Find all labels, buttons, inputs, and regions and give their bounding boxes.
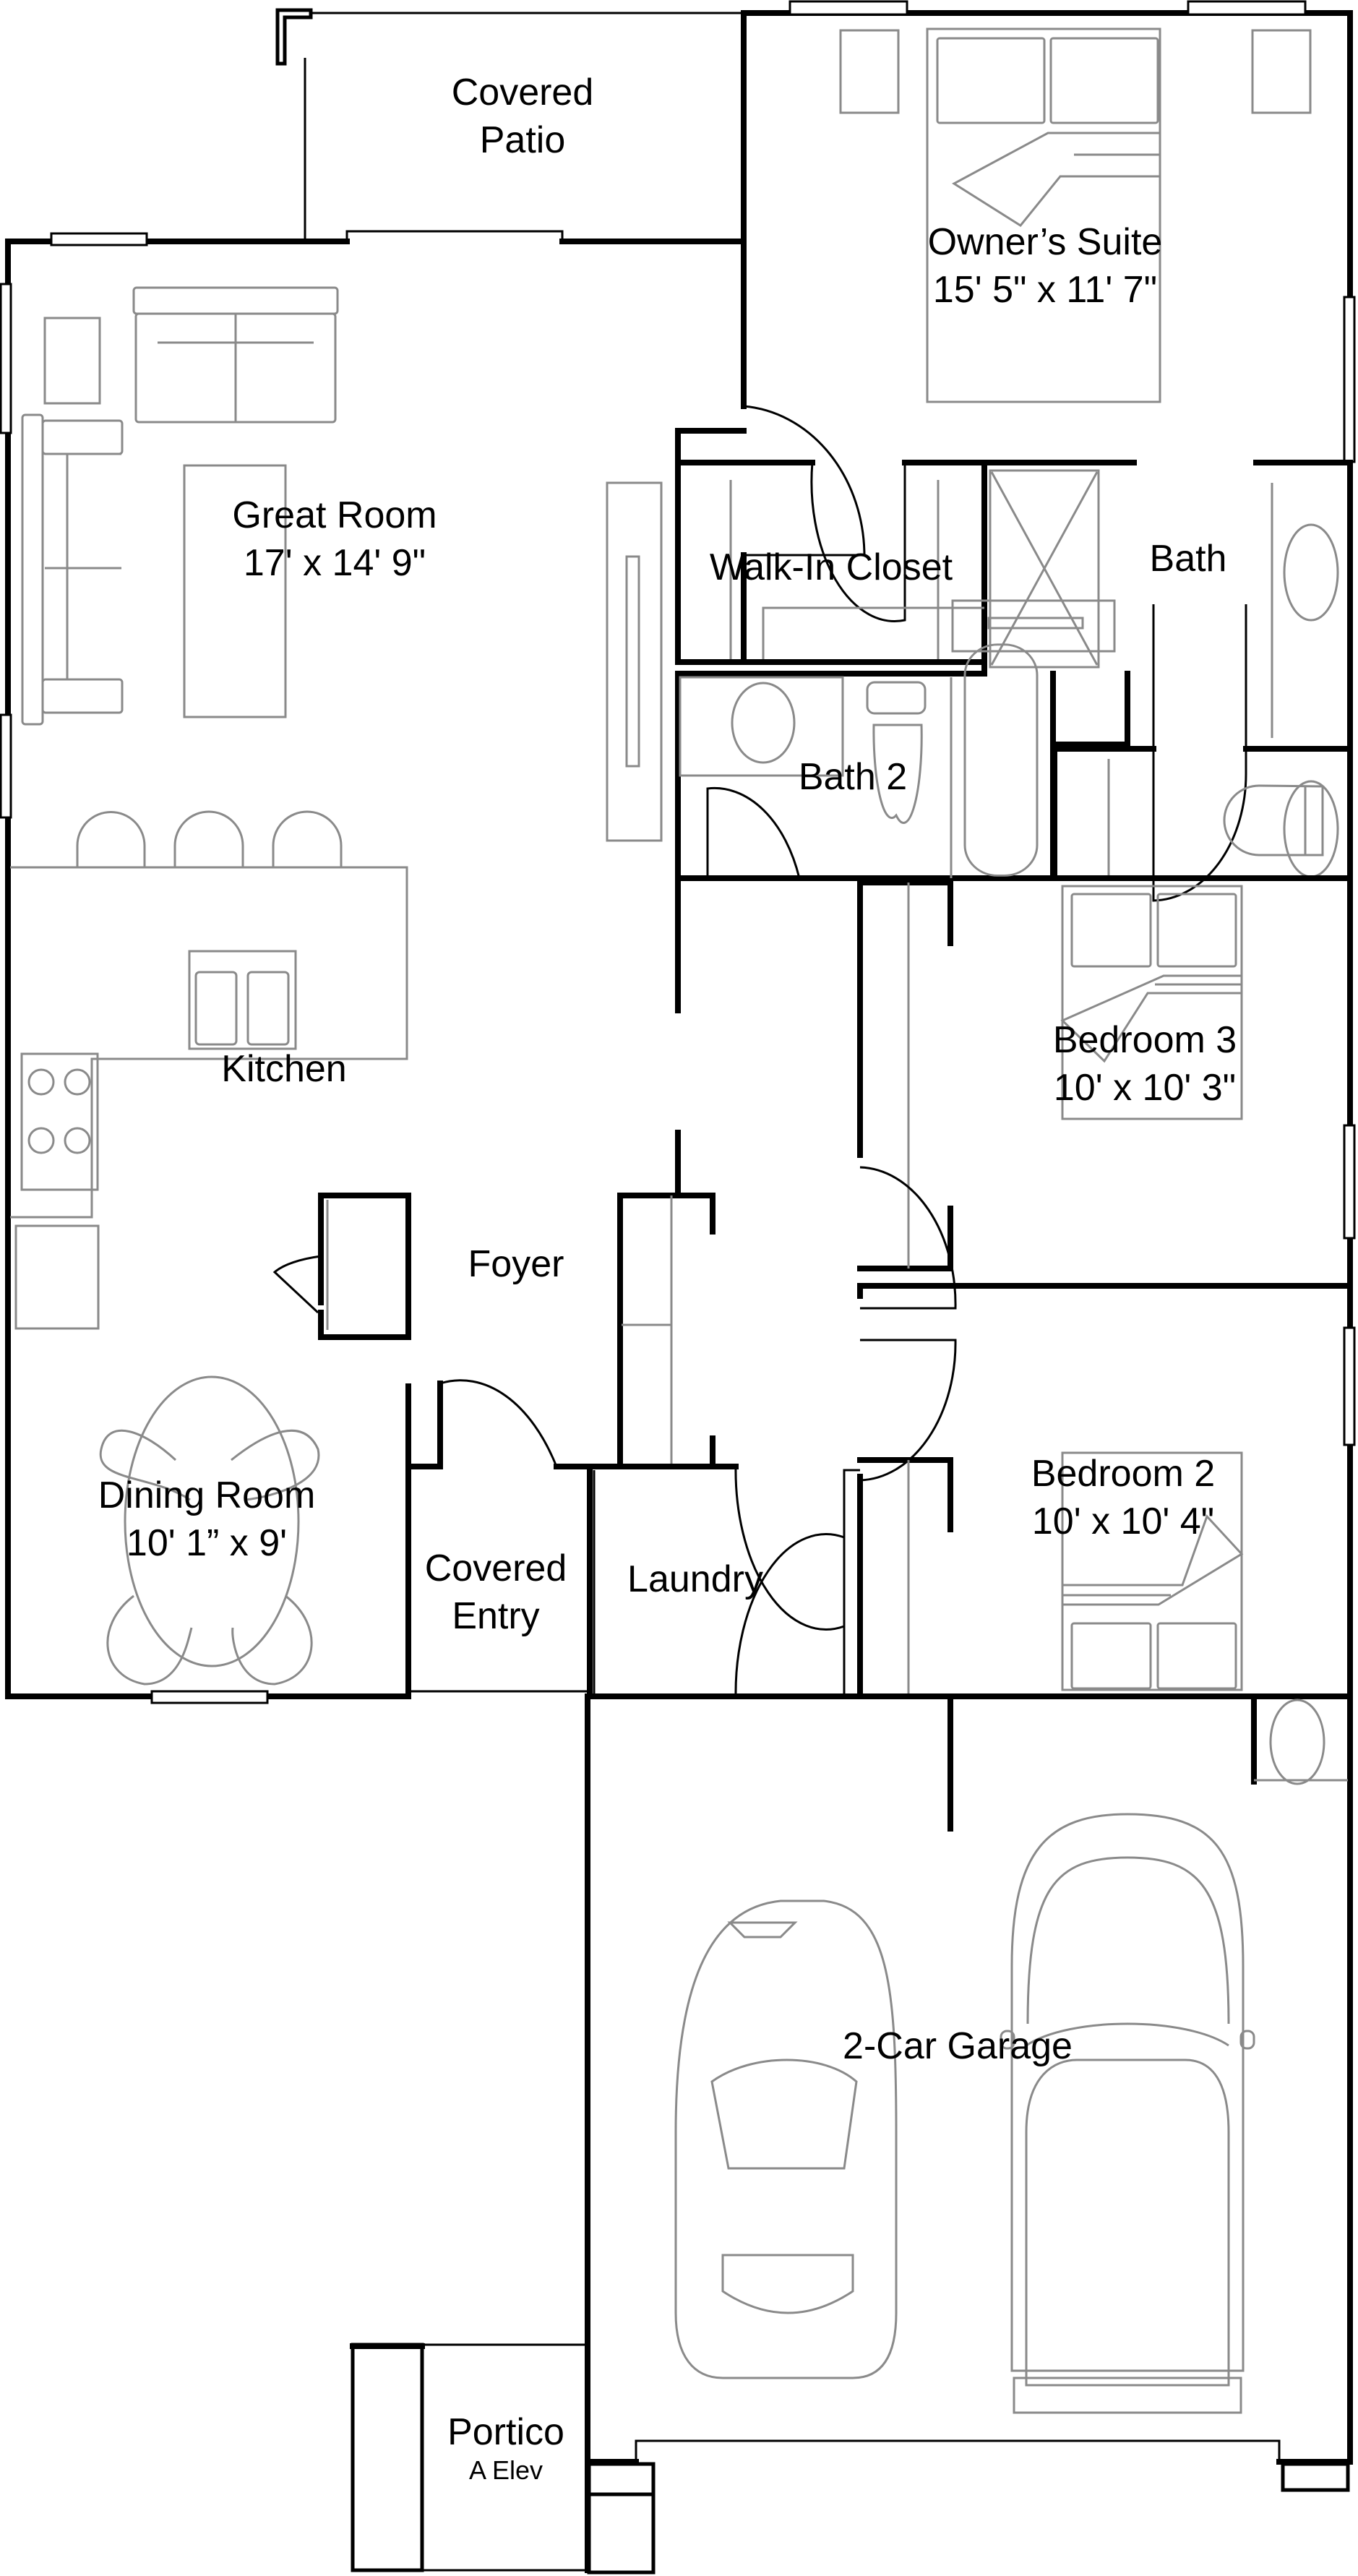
room-label-covered-patio: Covered Patio [451,72,594,161]
garage [585,1693,1353,2575]
room-label-dining-room: Dining Room 10' 1” x 9' [98,1474,316,1564]
room-label-bedroom-2: Bedroom 2 10' x 10' 4" [1031,1453,1216,1542]
owners-suite-walls [675,405,1353,671]
room-label-great-room: Great Room 17' x 14' 9" [232,494,437,584]
room-label-laundry: Laundry [627,1558,763,1600]
hall-walls [617,875,715,1469]
bedrooms-walls [856,875,1353,1832]
great-room-furniture [21,286,663,842]
pantry [272,1193,411,1340]
room-label-bedroom-3: Bedroom 3 10' x 10' 3" [1052,1019,1237,1109]
room-label-foyer: Foyer [468,1243,564,1285]
room-label-kitchen: Kitchen [221,1048,347,1090]
room-label-two-car-garage: 2-Car Garage [843,2025,1073,2067]
walk-in-closet [675,462,987,677]
exterior-walls [5,10,1353,1699]
room-label-bath-2: Bath 2 [798,756,908,798]
room-label-walk-in-closet: Walk-In Closet [709,546,953,588]
room-label-covered-entry: Covered Entry [424,1547,567,1637]
bedroom-2-bed [1061,1451,1244,1691]
garage-car-van [1000,1813,1255,2414]
portico [350,2343,588,2572]
bedroom-3-bed [1060,885,1243,1120]
garage-car-sedan [674,1899,898,2379]
windows [0,0,1356,1704]
room-label-portico: Portico A Elev [447,2411,564,2485]
owners-bed [839,27,1312,653]
kitchen-counters [10,810,408,1330]
room-label-bath: Bath [1149,538,1227,580]
bath-2 [675,643,1056,881]
covered-patio-outline [275,8,744,241]
room-label-owners-suite: Owner’s Suite 15' 5" x 11' 7" [927,221,1163,311]
dining-table [99,1375,320,1686]
owners-bath [675,469,1353,902]
